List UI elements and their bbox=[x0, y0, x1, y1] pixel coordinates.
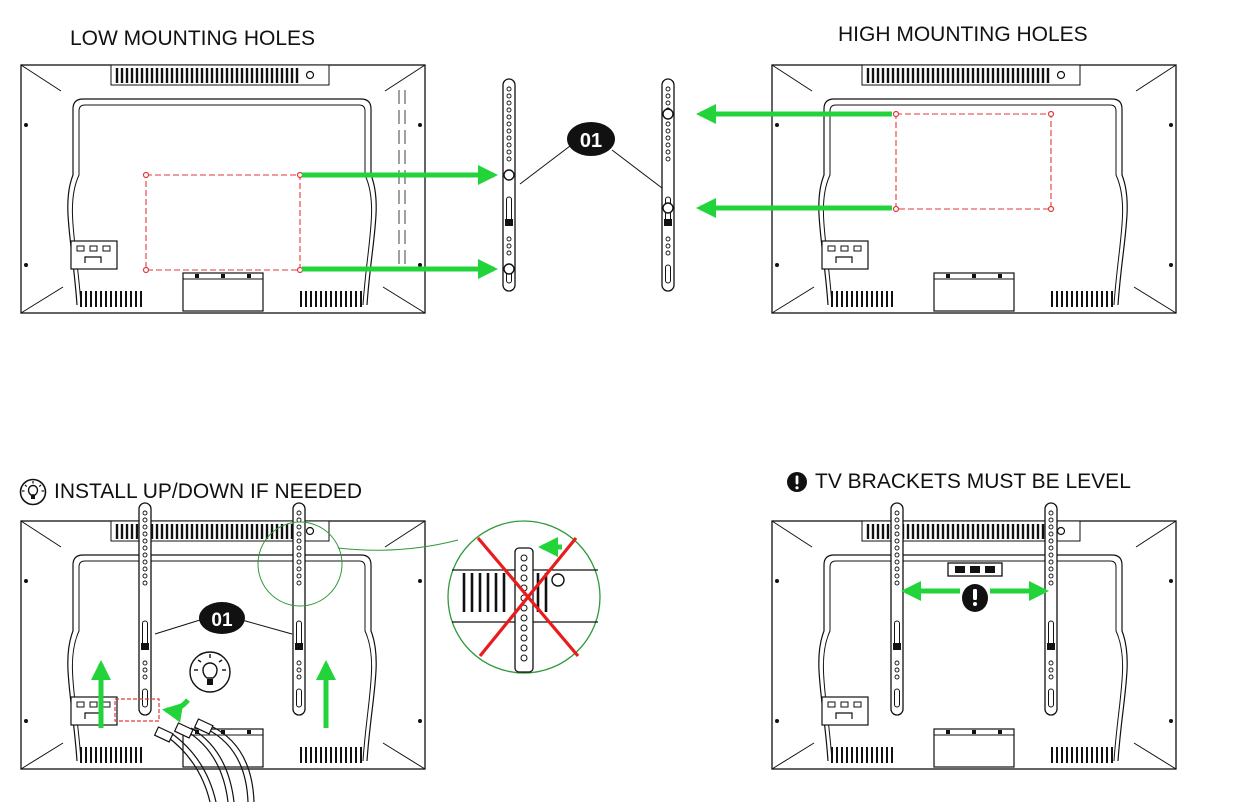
caption-brackets-level-text: TV BRACKETS MUST BE LEVEL bbox=[815, 470, 1131, 493]
level-warning-icon bbox=[962, 584, 988, 612]
caption-install-up-down-text: INSTALL UP/DOWN IF NEEDED bbox=[54, 480, 363, 503]
wrong-cross-icon bbox=[476, 536, 580, 658]
low-mounting-hole-pattern bbox=[145, 174, 301, 271]
lower-hole-highlight bbox=[114, 698, 160, 722]
zoom-detail bbox=[447, 520, 601, 674]
part-callout-bottom-left: 01 bbox=[199, 602, 245, 634]
part-callout-top-label: 01 bbox=[580, 130, 602, 152]
zoom-source-circle bbox=[257, 521, 343, 607]
lightbulb-icon bbox=[19, 478, 47, 506]
bracket-rail-adjust-left bbox=[138, 502, 152, 716]
bracket-rail-level-left bbox=[890, 502, 904, 716]
caption-low-mounting-holes: LOW MOUNTING HOLES bbox=[70, 27, 316, 50]
part-callout-top: 01 bbox=[567, 122, 615, 156]
tv-back-low bbox=[19, 63, 427, 315]
exclamation-icon bbox=[787, 472, 807, 492]
bracket-rail-low bbox=[502, 78, 516, 292]
tip-pointer-arrow bbox=[162, 698, 190, 723]
bracket-rail-adjust-right bbox=[292, 502, 306, 716]
tv-back-high bbox=[770, 63, 1178, 315]
caption-high-mounting-holes: HIGH MOUNTING HOLES bbox=[838, 23, 1088, 46]
spirit-level bbox=[947, 562, 1003, 577]
part-callout-bottom-left-label: 01 bbox=[211, 610, 233, 631]
caption-install-up-down: INSTALL UP/DOWN IF NEEDED bbox=[18, 478, 362, 506]
caption-brackets-level: TV BRACKETS MUST BE LEVEL bbox=[786, 470, 1131, 494]
high-mounting-hole-pattern bbox=[895, 113, 1052, 210]
cables bbox=[164, 725, 255, 802]
lightbulb-tip-icon bbox=[189, 651, 231, 693]
tv-back-level bbox=[770, 519, 1178, 771]
bracket-rail-level-right bbox=[1044, 502, 1058, 716]
tv-back-adjust bbox=[19, 519, 427, 771]
